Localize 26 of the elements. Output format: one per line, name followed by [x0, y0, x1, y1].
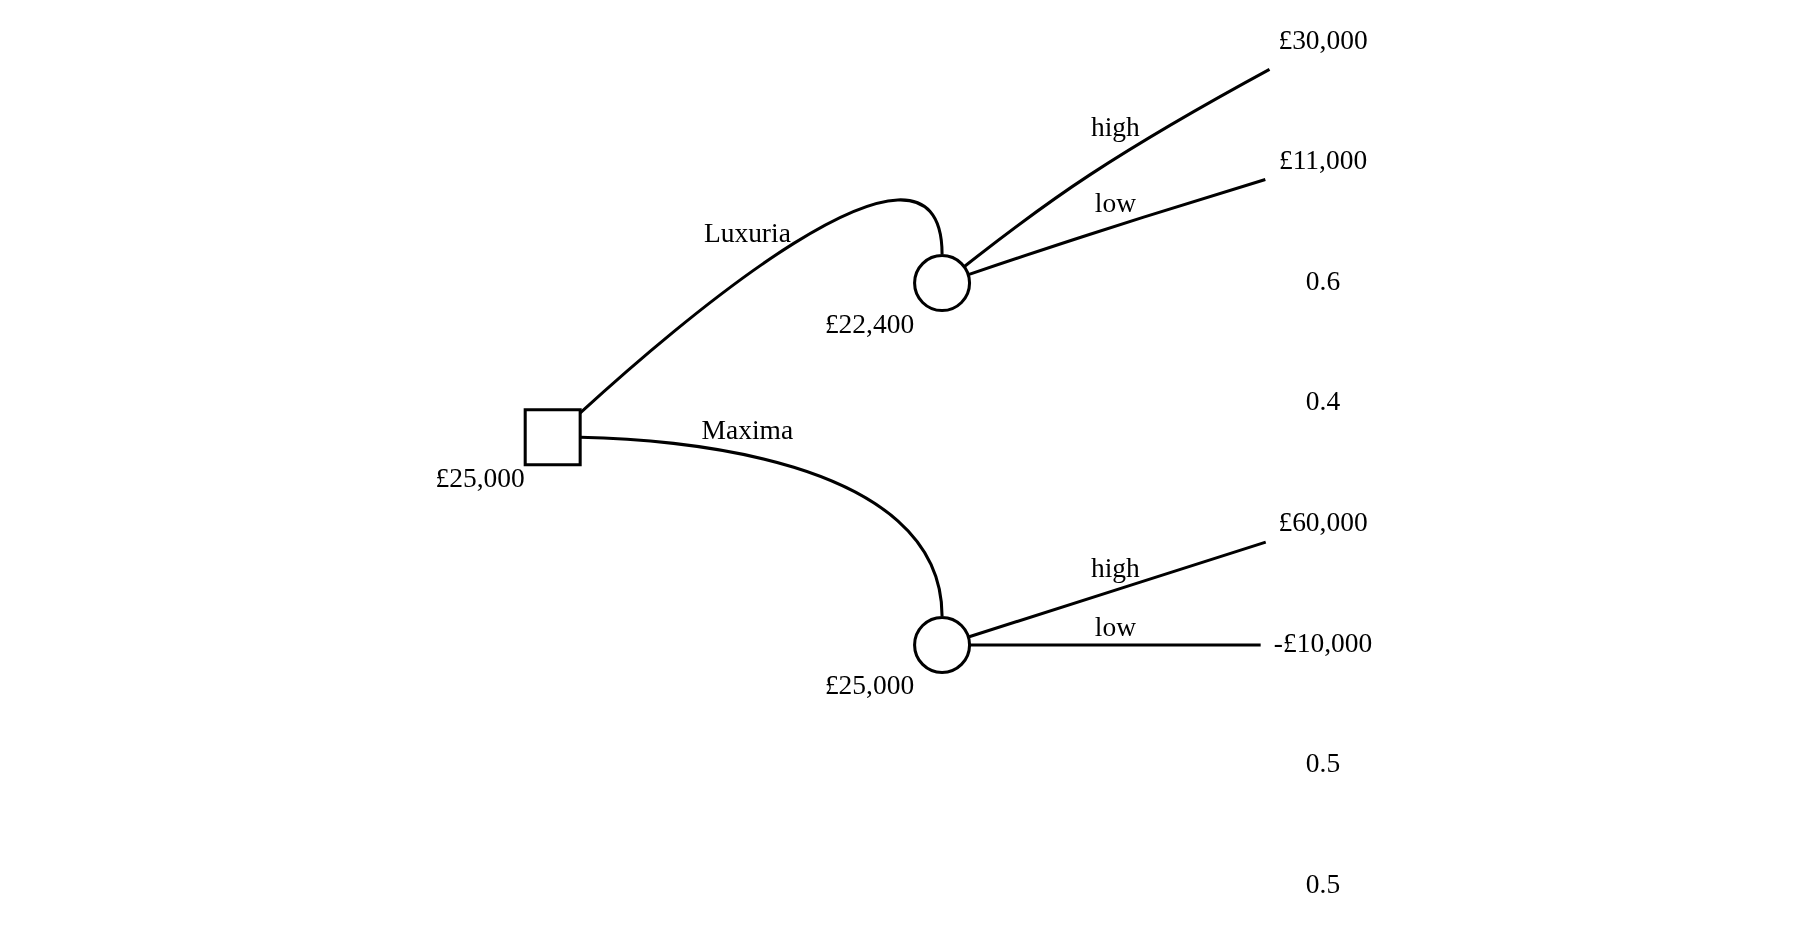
- edge-label: low: [1094, 612, 1136, 643]
- node-text: £30,000: [1278, 24, 1368, 55]
- node-circle: [913, 615, 972, 674]
- connector: [580, 435, 944, 617]
- edge-label: low: [1094, 187, 1136, 218]
- edge-label: high: [1090, 111, 1140, 142]
- node-box: [523, 408, 582, 467]
- connector: [579, 198, 944, 415]
- edge-label: high: [1090, 552, 1140, 583]
- edge-label: Luxuria: [703, 218, 791, 249]
- node-label: £22,400: [824, 308, 915, 339]
- connector: [963, 68, 1271, 268]
- node-text: £11,000: [1278, 145, 1368, 176]
- node-text: -£10,000: [1273, 627, 1373, 658]
- edge-label: Maxima: [701, 415, 794, 446]
- node-text: £60,000: [1278, 507, 1368, 538]
- connector: [967, 540, 1267, 639]
- connector: [969, 643, 1261, 647]
- label: 0.4: [1305, 386, 1341, 417]
- node-circle: [913, 254, 972, 313]
- connector: [967, 178, 1266, 277]
- label: 0.5: [1305, 868, 1341, 899]
- node-label: £25,000: [824, 670, 915, 701]
- node-label: £25,000: [435, 462, 525, 493]
- label: 0.6: [1305, 265, 1341, 296]
- label: 0.5: [1305, 748, 1341, 779]
